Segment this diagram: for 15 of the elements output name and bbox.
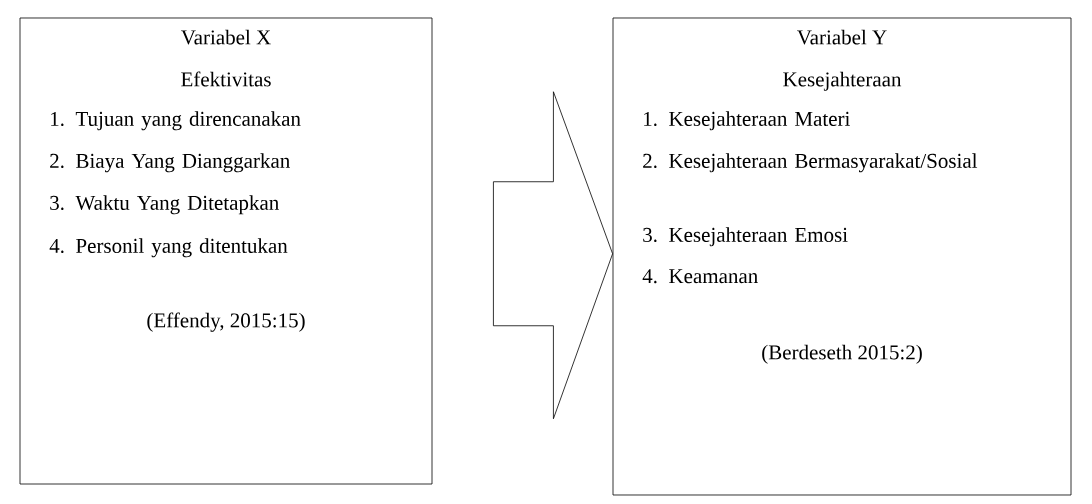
list-item: 1. Kesejahteraan Materi — [644, 111, 850, 131]
list-item: 3. Waktu Yang Ditetapkan — [50, 195, 279, 215]
box-heading: Variabel X — [181, 29, 271, 45]
list-item: 1. Tujuan yang direncanakan — [51, 111, 301, 131]
list-item: 3. Kesejahteraan Emosi — [643, 227, 848, 247]
citation: (Effendy, 2015:15) — [147, 312, 305, 332]
box-heading: Efektivitas — [181, 71, 271, 87]
box-heading: Variabel Y — [797, 29, 887, 45]
list-item: 2. Kesejahteraan Bermasyarakat/Sosial — [643, 153, 978, 173]
box-heading: Kesejahteraan — [783, 71, 902, 91]
block-arrow — [493, 91, 613, 420]
list-item: 4. Keamanan — [642, 269, 758, 284]
list-item: 2. Biaya Yang Dianggarkan — [50, 153, 290, 173]
citation: (Berdeseth 2015:2) — [762, 344, 922, 364]
list-item: 4. Personil yang ditentukan — [49, 238, 288, 258]
